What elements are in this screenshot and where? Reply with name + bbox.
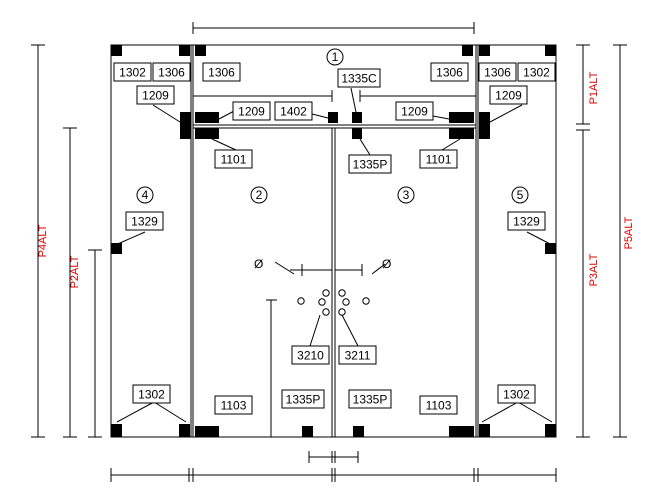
part-label-1402: 1402 [280,105,307,119]
diameter-symbol-left: Ø [254,257,263,271]
part-label-1335p-bottom-left: 1335P [286,393,321,407]
part-label-1335p-top: 1335P [353,158,388,172]
part-label-1103-left: 1103 [221,399,247,413]
panel-number-1: 1 [332,50,339,64]
lock-hardware [274,261,386,316]
panel-number-2: 2 [256,188,263,202]
part-label-1103-right: 1103 [426,399,452,413]
part-label-1329-left: 1329 [131,215,158,229]
part-label-1335p-bottom-right: 1335P [353,393,388,407]
part-label-1306-top-inner-left: 1306 [208,66,235,80]
leader-lines [112,87,555,423]
part-label-1335c: 1335C [341,72,377,86]
outer-frame [110,44,557,438]
dimension-label-p4alt: P4ALT [37,224,49,257]
part-label-1302-top-left: 1302 [119,66,146,80]
part-label-1302-top-right: 1302 [523,66,550,80]
dimension-label-p1alt: P1ALT [588,71,600,104]
part-label-1209-right: 1209 [495,89,522,103]
part-label-1209-transom-right: 1209 [401,105,428,119]
panel-number-3: 3 [403,188,410,202]
frame-lines [110,44,557,438]
panel-number-5: 5 [517,188,524,202]
dimension-label-p5alt: P5ALT [623,216,635,249]
part-label-3211: 3211 [345,349,371,363]
part-label-1209-transom-left: 1209 [238,105,265,119]
part-label-1302-bottom-left: 1302 [138,388,165,402]
part-label-1302-bottom-right: 1302 [503,388,530,402]
panel-markers: 1 2 3 4 5 [136,48,529,204]
part-label-3210: 3210 [297,349,324,363]
dimension-lines [31,22,627,482]
part-label-1306-top-right: 1306 [484,66,511,80]
part-label-1101-left: 1101 [221,153,247,167]
dimension-label-p2alt: P2ALT [69,255,81,288]
part-label-1101-right: 1101 [426,153,452,167]
part-label-1329-right: 1329 [513,215,540,229]
part-label-1306-top-inner-right: 1306 [436,66,463,80]
glazing-blocks [111,45,556,437]
part-label-1209-left: 1209 [142,89,169,103]
part-labels: 1302 1306 1306 1306 1306 1302 1335C 1209… [113,62,556,415]
part-label-1306-top-left: 1306 [158,66,185,80]
panel-number-4: 4 [142,188,149,202]
diameter-symbol-right: Ø [382,257,391,271]
dimension-label-p3alt: P3ALT [588,253,600,286]
